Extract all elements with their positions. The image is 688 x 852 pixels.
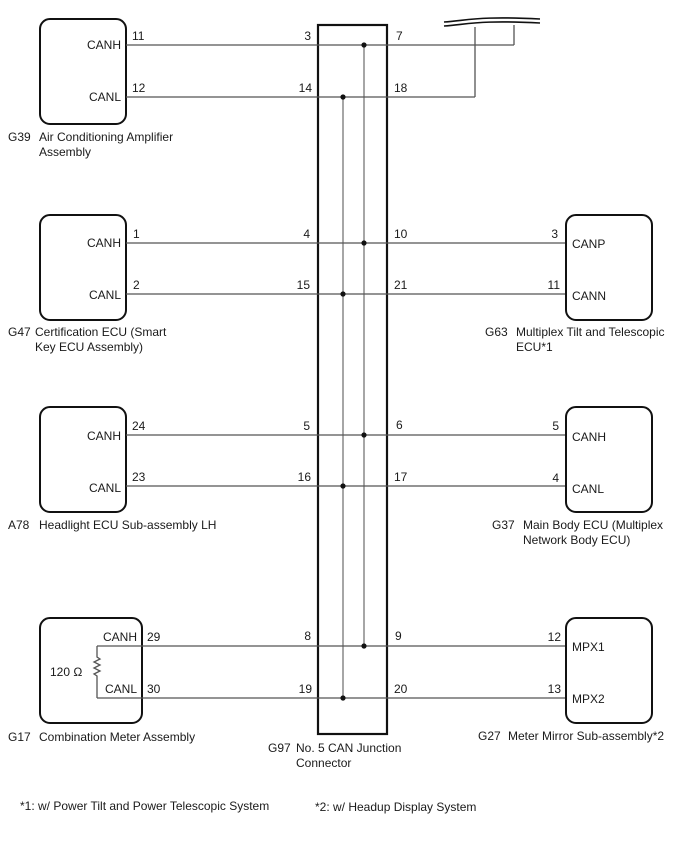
signal-label: CANP (572, 237, 605, 251)
signal-label: CANL (89, 90, 121, 104)
pin-number: 12 (132, 81, 146, 95)
signal-label: CANL (572, 482, 604, 496)
signal-label: CANL (89, 481, 121, 495)
junction-code: G97 (268, 741, 291, 755)
pin-number: 5 (552, 419, 559, 433)
ecu-code: G37 (492, 518, 515, 532)
pin-number: 11 (132, 29, 145, 43)
twisted-pair-break-icon (443, 21, 541, 27)
splice-dot (361, 643, 367, 649)
signal-label: CANL (89, 288, 121, 302)
ecu-g37: CANH CANL (565, 406, 653, 513)
junction-pin-number: 17 (394, 470, 408, 484)
splice-dot (340, 483, 346, 489)
ecu-name: ECU*1 (516, 340, 553, 354)
junction-pin-number: 4 (303, 227, 310, 241)
junction-pin-number: 18 (394, 81, 408, 95)
pin-number: 23 (132, 470, 146, 484)
footnote: *2: w/ Headup Display System (315, 800, 476, 814)
junction-pin-number: 9 (395, 629, 402, 643)
ecu-box (565, 617, 653, 724)
junction-name: No. 5 CAN Junction (296, 741, 401, 755)
junction-pin-number: 14 (299, 81, 313, 95)
junction-pin-number: 6 (396, 418, 403, 432)
junction-pin-number: 10 (394, 227, 408, 241)
signal-label: CANH (87, 429, 121, 443)
pin-number: 2 (133, 278, 140, 292)
ecu-code: G17 (8, 730, 31, 744)
ecu-g27: MPX1 MPX2 (565, 617, 653, 724)
junction-pin-number: 5 (303, 419, 310, 433)
signal-label: MPX2 (572, 692, 605, 706)
pin-number: 13 (548, 682, 562, 696)
splice-dot (361, 432, 367, 438)
ecu-name: Main Body ECU (Multiplex (523, 518, 663, 532)
ecu-name: Assembly (39, 145, 91, 159)
junction-pin-number: 15 (297, 278, 311, 292)
ecu-box (39, 18, 127, 125)
resistor-value: 120 Ω (50, 665, 82, 679)
ecu-code: A78 (8, 518, 30, 532)
junction-pin-number: 7 (396, 29, 403, 43)
pin-number: 1 (133, 227, 140, 241)
signal-label: CANN (572, 289, 606, 303)
junction-pin-number: 3 (304, 29, 311, 43)
splice-dot (361, 42, 367, 48)
signal-label: CANH (87, 236, 121, 250)
splice-dot (340, 291, 346, 297)
junction-name: Connector (296, 756, 351, 770)
ecu-box (39, 406, 127, 513)
pin-number: 24 (132, 419, 146, 433)
ecu-name: Multiplex Tilt and Telescopic (516, 325, 665, 339)
pin-number: 30 (147, 682, 161, 696)
ecu-code: G39 (8, 130, 31, 144)
junction-pin-number: 8 (304, 629, 311, 643)
ecu-name: Key ECU Assembly) (35, 340, 143, 354)
ecu-name: Network Body ECU) (523, 533, 630, 547)
junction-pin-number: 16 (298, 470, 312, 484)
ecu-name: Certification ECU (Smart (35, 325, 167, 339)
ecu-box (39, 214, 127, 321)
pin-number: 4 (552, 471, 559, 485)
ecu-code: G63 (485, 325, 508, 339)
pin-number: 11 (548, 278, 561, 292)
terminating-resistor-icon (92, 646, 102, 698)
pin-number: 3 (551, 227, 558, 241)
splice-dot (340, 94, 346, 100)
ecu-g39: CANH CANL (39, 18, 127, 125)
ecu-name: Combination Meter Assembly (39, 730, 195, 744)
footnote: *1: w/ Power Tilt and Power Telescopic S… (20, 799, 269, 813)
splice-dot (361, 240, 367, 246)
ecu-g63: CANP CANN (565, 214, 653, 321)
ecu-box (565, 406, 653, 513)
junction-pin-number: 19 (299, 682, 313, 696)
junction-pin-number: 21 (394, 278, 408, 292)
ecu-a78: CANH CANL (39, 406, 127, 513)
signal-label: CANL (105, 682, 137, 696)
twisted-pair-break-icon (443, 17, 541, 23)
ecu-name: Headlight ECU Sub-assembly LH (39, 518, 216, 532)
signal-label: CANH (572, 430, 606, 444)
ecu-code: G47 (8, 325, 31, 339)
ecu-g17: CANH CANL 120 Ω (39, 617, 143, 724)
ecu-box (39, 617, 143, 724)
splice-dot (340, 695, 346, 701)
ecu-code: G27 (478, 729, 501, 743)
pin-number: 29 (147, 630, 161, 644)
junction-connector-box (316, 23, 389, 736)
ecu-name: Air Conditioning Amplifier (39, 130, 173, 144)
pin-number: 12 (548, 630, 562, 644)
signal-label: CANH (103, 630, 137, 644)
ecu-box (565, 214, 653, 321)
signal-label: CANH (87, 38, 121, 52)
ecu-g47: CANH CANL (39, 214, 127, 321)
junction-pin-number: 20 (394, 682, 408, 696)
ecu-name: Meter Mirror Sub-assembly*2 (508, 729, 664, 743)
signal-label: MPX1 (572, 640, 605, 654)
